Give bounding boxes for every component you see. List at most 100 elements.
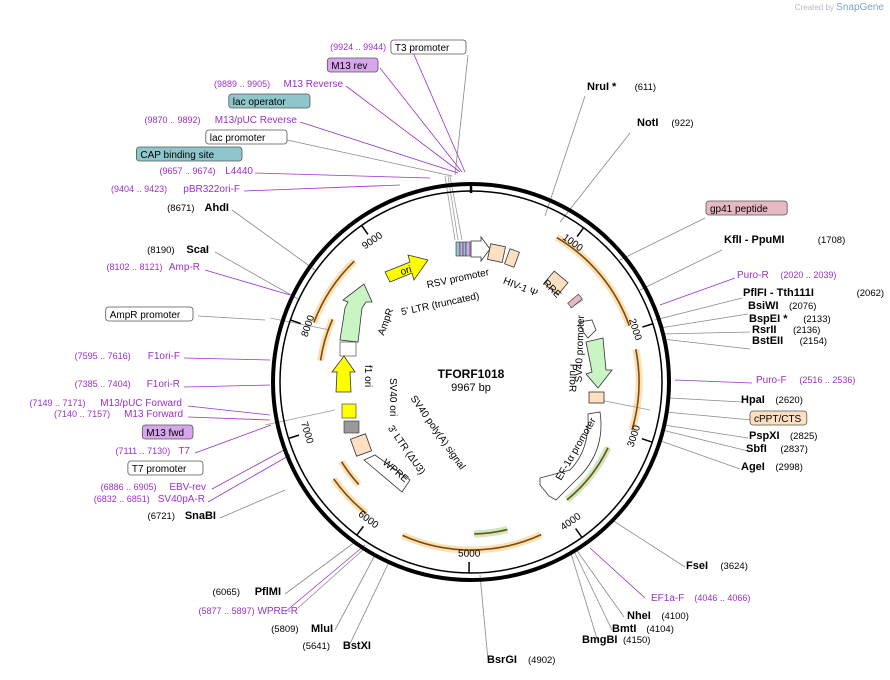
label-name: BstXI	[343, 640, 371, 652]
label-position: (4100)	[661, 611, 688, 622]
feature-label-text: lac promoter	[210, 133, 266, 144]
feature-label-box	[105, 306, 194, 322]
f1ori-arrow	[331, 355, 356, 393]
label-name: Puro-F	[756, 375, 787, 386]
left-label: F1ori-F(7595 .. 7616)	[75, 351, 180, 362]
orf-arc	[474, 528, 508, 535]
tick-mark	[356, 525, 364, 536]
tick-mark	[290, 319, 302, 325]
label-position: (6065)	[213, 587, 240, 598]
label-position: (4902)	[528, 655, 555, 666]
feature-label-text: T3 promoter	[395, 43, 450, 54]
left-label: lac promoter	[205, 129, 288, 145]
left-label: T3 promoter	[390, 39, 467, 55]
label-position: (2154)	[800, 336, 827, 347]
tick-mark	[576, 227, 585, 238]
tick-mark	[642, 323, 654, 328]
inner-feature-group	[331, 235, 613, 501]
tick-mark	[574, 528, 583, 538]
ef1a-arrow	[539, 411, 602, 501]
left-label: T7 promoter	[127, 460, 204, 476]
label-position: (7149 .. 7171)	[29, 398, 85, 408]
tick-label: 9000	[360, 230, 385, 252]
left-label: SV40pA-R(6832 .. 6851)	[94, 494, 205, 505]
label-name: SbfI	[746, 443, 767, 455]
label-name: T7	[178, 446, 190, 457]
ltr3-box	[349, 433, 373, 457]
orf-halo	[330, 476, 369, 517]
orf-arc	[340, 461, 360, 486]
feature-label-box	[749, 410, 808, 426]
left-label: M13 Forward(7140 .. 7157)	[54, 409, 183, 420]
label-position: (7385 .. 7404)	[75, 379, 131, 389]
label-name: F1ori-R	[147, 379, 180, 390]
right-label: RsrII(2136)	[752, 324, 820, 336]
left-label: BstXI(5641)	[303, 640, 371, 652]
sv40ori-box	[341, 403, 357, 419]
label-position: (2837)	[780, 444, 807, 455]
label-name: PflMI	[255, 586, 281, 598]
sv40ori-label: SV40 ori	[387, 378, 398, 416]
left-label: F1ori-R (7385 .. 7404)	[75, 379, 180, 390]
label-name: BmgBI	[582, 634, 617, 646]
label-position: (9889 .. 9905)	[214, 79, 270, 89]
tick-label: 2000	[626, 317, 643, 342]
m13-rev-marker	[459, 241, 464, 257]
ori-label: ori	[399, 264, 413, 278]
label-position: (6886 .. 6905)	[101, 482, 157, 492]
feature-label-box	[705, 200, 788, 216]
label-position: (4150)	[623, 635, 650, 646]
right-label: NotI(922)	[637, 117, 694, 129]
left-label: AhdI(8671)	[167, 202, 229, 214]
label-name: BstEII	[752, 335, 783, 347]
left-label: WPRE-R(5877 .. 5897)	[199, 606, 298, 617]
right-label: HpaI(2620)	[741, 394, 803, 406]
feature-label-box	[228, 93, 311, 109]
label-name: NheI	[627, 610, 651, 622]
orf-arc	[556, 236, 631, 327]
plasmid-name: TFORF1018	[438, 367, 505, 381]
left-label: lac operator	[228, 93, 311, 109]
label-name: NruI *	[587, 81, 617, 93]
left-label: SnaBI(6721)	[148, 510, 216, 522]
feature-label-text: T7 promoter	[132, 464, 187, 475]
label-name: Amp-R	[169, 262, 200, 273]
orf-arcs	[310, 234, 643, 554]
label-name: SV40pA-R	[158, 494, 205, 505]
right-label: KflI - PpuMI(1708)	[724, 234, 845, 246]
wpre-box	[363, 454, 411, 493]
label-position: (4104)	[646, 624, 673, 635]
rsv-promoter-arrow	[470, 235, 491, 263]
right-label: NheI (4100)	[627, 610, 689, 622]
label-name: KflI - PpuMI	[724, 234, 785, 246]
label-name: EBV-rev	[169, 482, 206, 493]
feature-label-box	[135, 146, 243, 162]
label-name: PflFI - Tth111I	[743, 287, 814, 299]
tick-label: 8000	[300, 313, 318, 338]
sv40-promoter-arrow	[578, 319, 597, 339]
label-position: (9870 .. 9892)	[144, 115, 200, 125]
label-position: (7140 .. 7157)	[54, 409, 110, 419]
label-name: Puro-R	[737, 270, 769, 281]
ori-arrow	[384, 254, 429, 283]
primer-lines	[183, 49, 753, 613]
label-name: EF1a-F	[651, 593, 684, 604]
label-name: RsrII	[752, 324, 776, 336]
orf-arc	[319, 318, 334, 361]
label-name: pBR322ori-F	[183, 184, 240, 195]
tick-mark	[641, 437, 653, 443]
ltr5-label: 5' LTR (truncated)	[400, 291, 480, 318]
right-label: AgeI(2998)	[741, 461, 803, 473]
label-name: BsrGI	[487, 654, 517, 666]
label-name: SnaBI	[185, 510, 216, 522]
puror-label: PuroR	[566, 364, 578, 393]
feature-label-text: CAP binding site	[140, 150, 214, 161]
label-position: (5809)	[271, 624, 298, 635]
snapgene-credit: Created by SnapGene	[795, 2, 884, 13]
left-label: AmpR promoter	[105, 306, 194, 322]
label-name: ScaI	[186, 244, 209, 256]
label-position: (2076)	[789, 301, 816, 312]
left-label: MluI(5809)	[271, 623, 333, 635]
label-position: (7111 .. 7130)	[115, 446, 170, 456]
